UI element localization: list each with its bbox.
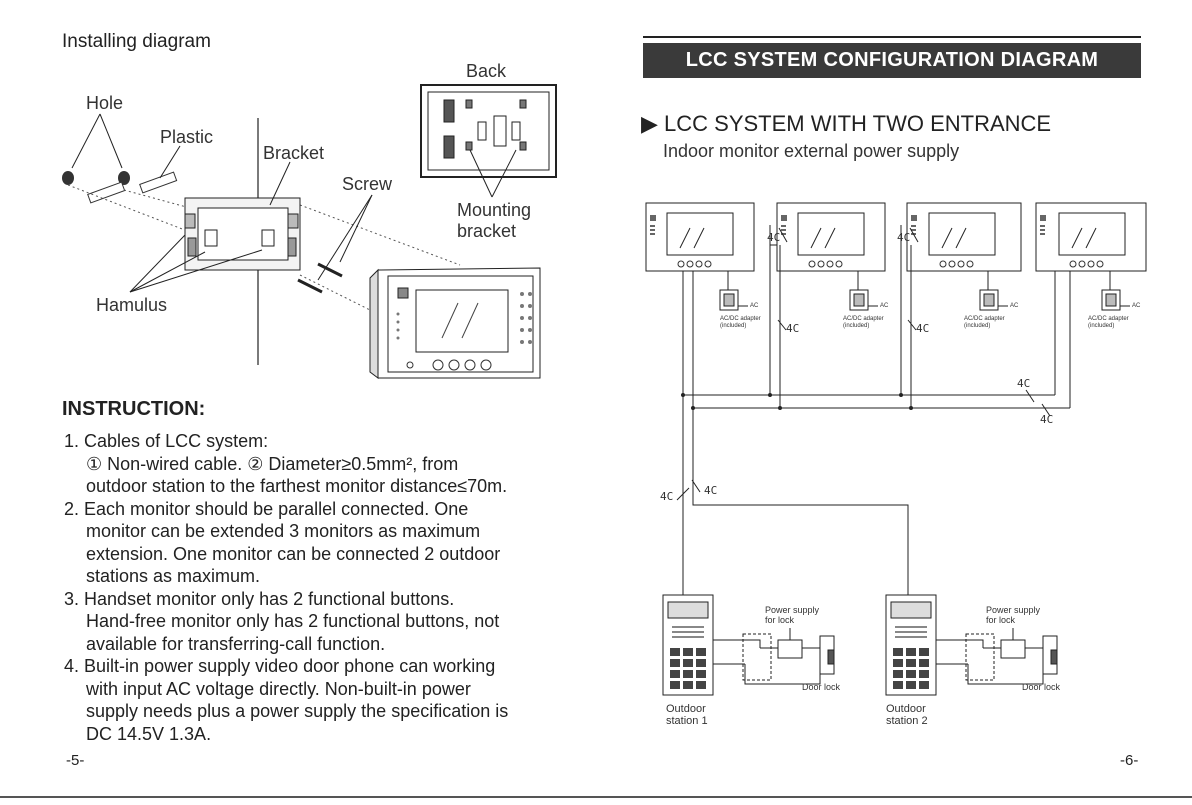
ac-label: AC xyxy=(1010,303,1019,309)
page-number-right: -6- xyxy=(1120,752,1139,769)
cable-label: 4C xyxy=(897,231,911,244)
instruction-line: extension. One monitor can be connected … xyxy=(86,543,501,564)
instruction-line: monitor can be extended 3 monitors as ma… xyxy=(86,521,481,541)
ac-label: AC xyxy=(750,303,759,309)
ac-label: AC xyxy=(1132,303,1141,309)
adapter-label: AC/DC adapter(included) xyxy=(1088,316,1129,329)
label-back: Back xyxy=(466,61,507,81)
label-plastic: Plastic xyxy=(160,127,214,147)
door-lock-label: Door lock xyxy=(802,682,841,692)
instruction-line: 4. Built-in power supply video door phon… xyxy=(64,656,496,676)
instruction-line: ① Non-wired cable. ② Diameter≥0.5mm², fr… xyxy=(86,453,459,474)
header-bar: LCC SYSTEM CONFIGURATION DIAGRAM xyxy=(643,43,1141,78)
adapter-label: AC/DC adapter(included) xyxy=(843,316,884,329)
instruction-line: available for transferring-call function… xyxy=(86,633,386,654)
label-bracket: Bracket xyxy=(263,143,325,163)
cable-label: 4C xyxy=(767,231,781,244)
instruction-line: 3. Handset monitor only has 2 functional… xyxy=(64,588,455,609)
instruction-list: 1. Cables of LCC system: ① Non-wired cab… xyxy=(64,430,574,745)
instruction-line: supply needs plus a power supply the spe… xyxy=(86,701,509,721)
instruction-line: stations as maximum. xyxy=(86,566,261,586)
instruction-line: Hand-free monitor only has 2 functional … xyxy=(86,611,500,631)
instruction-line: with input AC voltage directly. Non-buil… xyxy=(86,678,471,699)
label-screw: Screw xyxy=(342,174,393,194)
cable-label: 4C xyxy=(1017,377,1031,390)
cable-label: 4C xyxy=(1040,413,1054,426)
cable-label: 4C xyxy=(916,322,930,335)
label-mounting-bracket: bracket xyxy=(457,221,517,241)
door-lock-label: Door lock xyxy=(1022,682,1061,692)
page-number-left: -5- xyxy=(66,752,85,769)
label-mounting: Mounting xyxy=(457,200,532,220)
label-hole: Hole xyxy=(86,93,124,113)
subtitle-2: Indoor monitor external power supply xyxy=(663,141,960,161)
installing-diagram-title: Installing diagram xyxy=(62,31,211,52)
bottom-rule xyxy=(0,796,1192,798)
instruction-line: DC 14.5V 1.3A. xyxy=(86,723,212,744)
cable-label: 4C xyxy=(660,490,674,503)
label-hamulus: Hamulus xyxy=(96,295,168,315)
adapter-label: AC/DC adapter(included) xyxy=(964,316,1005,329)
adapter-label: AC/DC adapter(included) xyxy=(720,316,761,329)
subtitle: ▶ LCC SYSTEM WITH TWO ENTRANCE xyxy=(641,111,1052,136)
ac-label: AC xyxy=(880,303,889,309)
instruction-line: 2. Each monitor should be parallel conne… xyxy=(64,498,469,519)
instruction-line: 1. Cables of LCC system: xyxy=(64,431,269,451)
cable-label: 4C xyxy=(786,322,800,335)
instruction-line: outdoor station to the farthest monitor … xyxy=(86,476,508,496)
header-rule xyxy=(643,36,1141,38)
cable-label: 4C xyxy=(704,484,718,497)
instruction-title: INSTRUCTION: xyxy=(62,398,206,420)
